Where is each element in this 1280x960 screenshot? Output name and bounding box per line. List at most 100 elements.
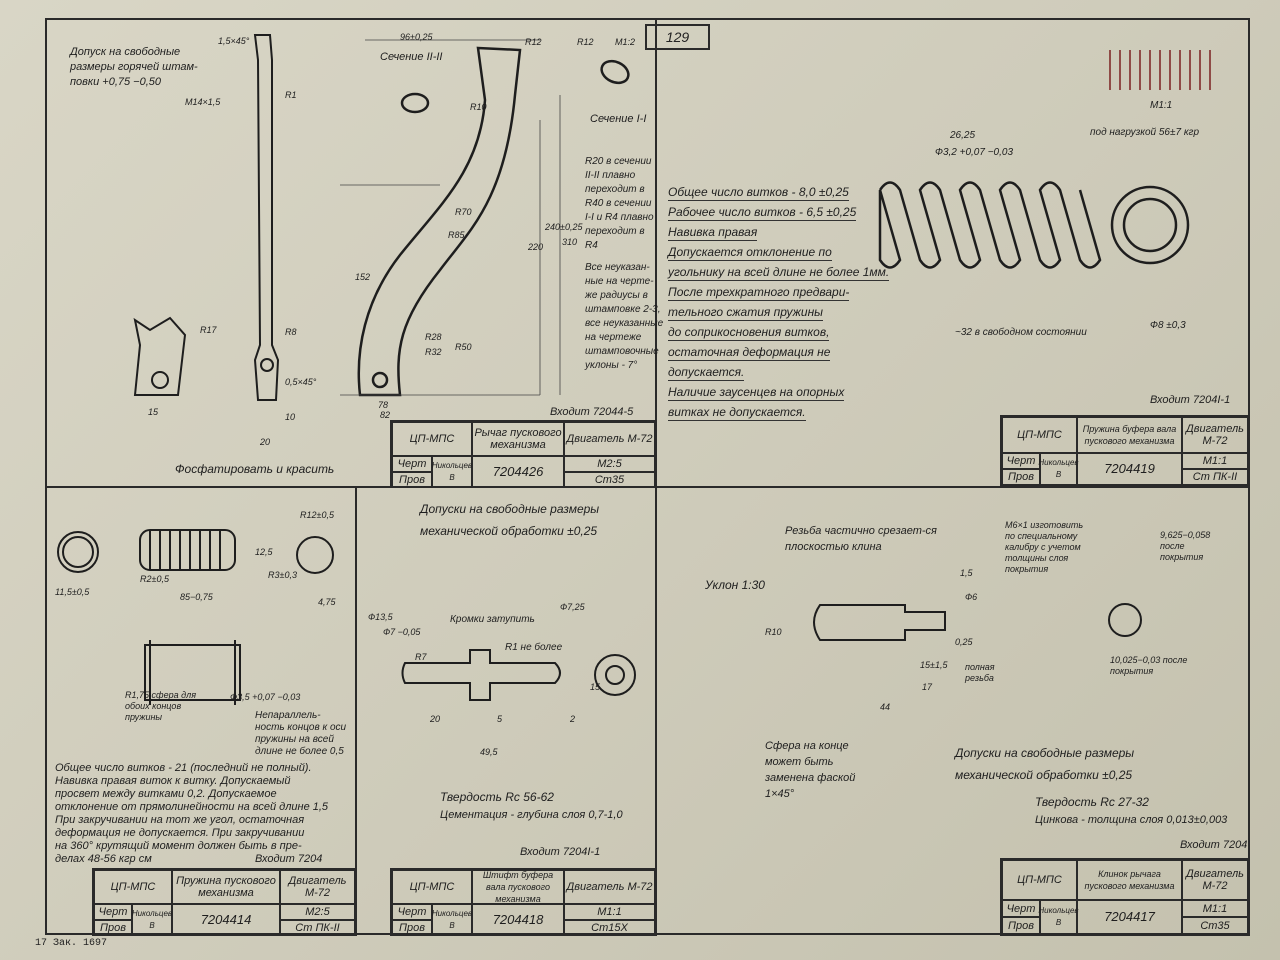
page-number: 129 xyxy=(645,24,710,50)
dim: 240±0,25 xyxy=(545,222,583,232)
wedge-drawing xyxy=(813,603,1142,641)
tb-org: ЦП-МПС xyxy=(1002,860,1077,900)
tb-drawing-number: 7204419 xyxy=(1077,453,1182,485)
note-line: Допуски на свободные размеры xyxy=(955,746,1135,760)
tb-checked: Пров xyxy=(392,920,432,936)
tb-checked: Пров xyxy=(1002,469,1040,485)
tb-drawn: Черт xyxy=(94,904,132,920)
dim: 310 xyxy=(562,237,578,247)
note-line: деформация не допускается. При закручива… xyxy=(55,827,305,839)
tb-org: ЦП-МПС xyxy=(392,870,472,904)
dim: R2±0,5 xyxy=(140,574,169,584)
note-line: повки +0,75 −0,50 xyxy=(70,76,162,88)
dim: M6×1 изготовить по специальному калибру … xyxy=(1005,520,1084,574)
tb-checked: Пров xyxy=(392,472,432,488)
tb-drawn: Черт xyxy=(392,456,432,472)
lever-notes: Допуск на свободные размеры горячей штам… xyxy=(70,45,198,90)
note-line: делах 48-56 кгр см xyxy=(55,853,152,865)
note-line: штамповке 2-3, xyxy=(585,304,661,315)
note-line: R40 в сечении xyxy=(585,198,652,209)
dim: R10 xyxy=(470,102,487,112)
note-line: на 360° крутящий момент должен быть в пр… xyxy=(55,840,302,852)
note-line: Допуск на свободные xyxy=(70,46,181,58)
lever-end-view xyxy=(133,316,187,396)
dim: Ф7 −0,05 xyxy=(383,627,421,637)
dim: Ф6 xyxy=(965,592,978,602)
note-line: на чертеже xyxy=(585,332,642,343)
dim: 1,5 xyxy=(960,568,973,578)
dim: М1:1 xyxy=(1150,100,1173,111)
buffer-spring-notes: Общее число витков - 8,0 ±0,25 Рабочее ч… xyxy=(668,185,890,425)
note-line: угольнику на всей длине не более 1мм. xyxy=(668,265,890,281)
section-2-label: Сечение II-II xyxy=(380,51,443,63)
tb-drawn: Черт xyxy=(392,904,432,920)
panel-divider xyxy=(355,486,357,935)
note-line: механической обработки ±0,25 xyxy=(955,768,1133,782)
tb-scale: М2:5 xyxy=(280,904,355,920)
buffer-spring-coils xyxy=(878,181,1190,269)
tb-product: Двигатель М-72 xyxy=(1182,417,1248,453)
tb-part-name: Рычаг пускового механизма xyxy=(472,422,564,456)
dim: M14×1,5 xyxy=(185,97,221,107)
note-line: Допуски на свободные размеры xyxy=(420,502,600,516)
enters-assembly: Входит 7204I-1 xyxy=(1150,394,1231,406)
note-line: механической обработки ±0,25 xyxy=(420,524,598,538)
note-line: переходит в xyxy=(585,184,645,195)
start-spring-views xyxy=(57,529,334,705)
dim: Ф13,5 xyxy=(368,612,393,622)
note-line: штамповочные xyxy=(585,346,659,357)
tb-checked: Пров xyxy=(94,920,132,936)
tb-drawing-number: 7204414 xyxy=(172,904,280,936)
note-line: Навивка правая виток к витку. Допускаемы… xyxy=(55,775,291,787)
case-hardening: Цементация - глубина слоя 0,7-1,0 xyxy=(440,809,623,821)
note-line: все неуказанные xyxy=(585,318,664,329)
section-1-label: Сечение I-I xyxy=(590,113,647,125)
note-line: После трехкратного предвари- xyxy=(668,285,850,301)
enters-assembly: Входит 7204I-1 xyxy=(520,846,601,858)
callout: R1,75 сфера для обоих концов пружины xyxy=(125,690,197,722)
dim: R3±0,3 xyxy=(268,570,297,580)
dim: 9,625−0,058 после покрытия xyxy=(1160,530,1211,562)
tb-scale: М2:5 xyxy=(564,456,655,472)
note-line: R4 xyxy=(585,240,598,251)
pin-tolerance-heading: Допуски на свободные размеры механическо… xyxy=(420,498,599,542)
tb-scale: М1:1 xyxy=(1182,900,1248,917)
dim: 44 xyxy=(880,702,891,712)
note-line: Навивка правая xyxy=(668,225,758,241)
note-line: Общее число витков - 8,0 ±0,25 xyxy=(668,185,849,201)
dim: R12±0,5 xyxy=(300,510,334,520)
title-block-start-spring: ЦП-МПС Пружина пускового механизма Двига… xyxy=(92,868,357,936)
dim: 0,25 xyxy=(955,637,973,647)
note-line: Рабочее число витков - 6,5 ±0,25 xyxy=(668,205,857,221)
tb-org: ЦП-МПС xyxy=(1002,417,1077,453)
dim: 26,25 xyxy=(950,130,976,141)
dim: R28 xyxy=(425,332,442,342)
tb-scale: М1:1 xyxy=(1182,453,1248,469)
dim: 11,5±0,5 xyxy=(55,587,90,597)
tb-product: Двигатель М-72 xyxy=(1182,860,1248,900)
buffer-spring-small xyxy=(1109,50,1211,90)
note-line: Общее число витков - 21 (последний не по… xyxy=(55,762,312,774)
dim: R70 xyxy=(455,207,472,217)
dim: 5 xyxy=(497,714,503,724)
dim: 220 xyxy=(528,242,544,252)
note-line: При закручивании на тот же угол, остаточ… xyxy=(55,814,305,826)
finish-note: Фосфатировать и красить xyxy=(175,462,335,476)
dim: R12 xyxy=(577,37,594,47)
title-block-pin: ЦП-МПС Штифт буфера вала пускового механ… xyxy=(390,868,657,936)
tb-material: Ст35 xyxy=(564,472,655,488)
tb-signature: Никольцев В xyxy=(432,904,472,936)
dim: 152 xyxy=(355,272,371,282)
print-footer: 17 Зак. 1697 xyxy=(35,938,108,949)
dim: 20 xyxy=(260,437,271,447)
tb-material: Ст35 xyxy=(1182,917,1248,934)
dim: R32 xyxy=(425,347,442,357)
dim: 10 xyxy=(285,412,296,422)
dim: 2 xyxy=(570,714,576,724)
dim: 78 xyxy=(378,400,389,410)
tb-drawing-number: 7204426 xyxy=(472,456,564,488)
dim: 12,5 xyxy=(255,547,273,557)
note-line: переходит в xyxy=(585,226,645,237)
